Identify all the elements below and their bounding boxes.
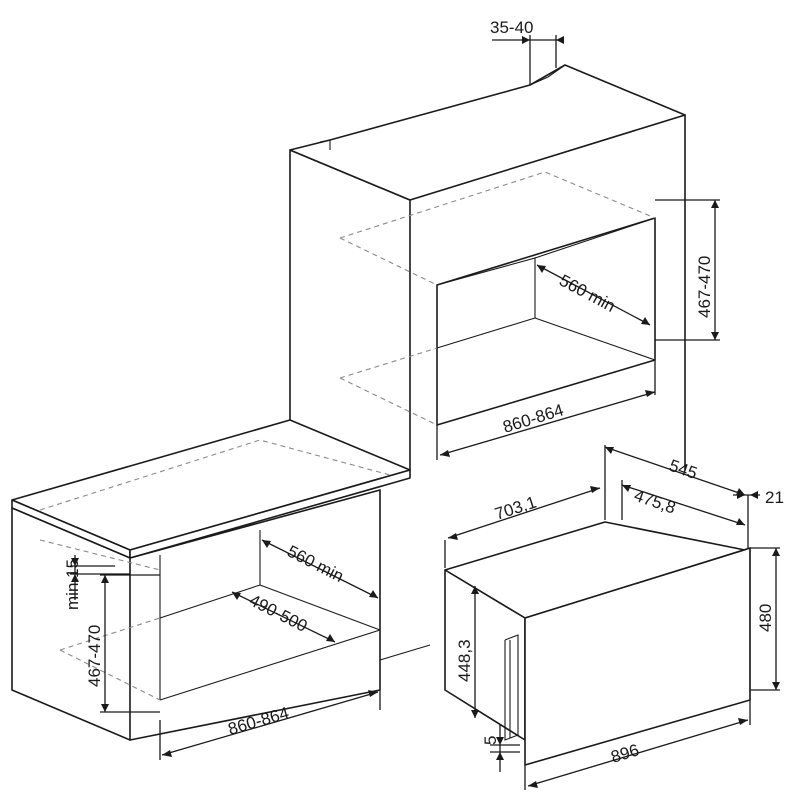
dim-base-cavity-depth: 560 min	[284, 542, 347, 586]
dim-wall-cavity-depth: 560 min	[556, 271, 618, 316]
wall-unit-top-step	[319, 139, 331, 150]
dim-base-inner-depth: 490-500	[246, 591, 310, 636]
dim-overall-depth: 545	[667, 456, 700, 483]
base-unit	[11, 419, 431, 741]
dim-wall-cavity-width: 860-864	[501, 400, 566, 436]
dim-base-cavity-height: 467-470	[85, 625, 104, 687]
dim-front-panel-height: 480	[756, 604, 775, 632]
dim-side-depth: 475,8	[632, 486, 678, 518]
countertop-hidden	[39, 439, 391, 511]
dim-front-panel-width: 896	[609, 740, 642, 766]
base-cavity-floor	[159, 629, 381, 701]
appliance	[444, 521, 751, 766]
base-cabinet-front	[129, 489, 381, 741]
dim-wall-cavity-height: 467-470	[695, 256, 714, 318]
dim-panel-thickness: 21	[765, 488, 784, 507]
dim-body-height: 448,3	[455, 639, 474, 682]
wall-hidden-bottom	[339, 347, 438, 379]
dim-base-cavity-width: 860-864	[226, 703, 291, 738]
dim-bottom-offset: 5	[481, 736, 500, 745]
dim-body-depth: 703,1	[492, 493, 538, 524]
vent-grille	[504, 634, 519, 741]
dim-base-gap: min 15	[63, 559, 82, 610]
wall-unit	[289, 64, 686, 471]
dim-top-offset: 35-40	[490, 18, 533, 37]
wall-unit-top-notch	[529, 64, 566, 86]
wall-unit-inner-edge	[409, 114, 686, 201]
countertop-side	[129, 469, 411, 559]
wall-cavity-inner-back	[436, 257, 536, 349]
wall-unit-front-face	[289, 149, 411, 471]
